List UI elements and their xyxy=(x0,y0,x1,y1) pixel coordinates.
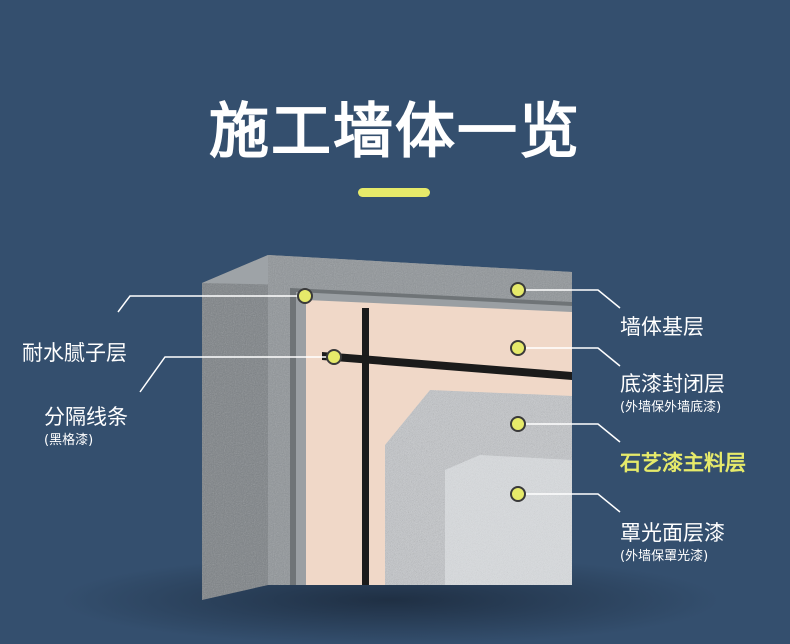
label-base: 墙体基层 xyxy=(620,315,704,339)
dot-divider xyxy=(326,349,342,365)
callout-putty xyxy=(117,295,305,313)
title-underline xyxy=(358,188,430,197)
callout-divider xyxy=(139,356,334,393)
page-title: 施工墙体一览 xyxy=(209,97,581,167)
label-stone: 石艺漆主料层 xyxy=(620,451,746,475)
dot-stone xyxy=(510,416,526,432)
callout-dots xyxy=(297,282,526,502)
divider-line-vertical xyxy=(362,308,369,585)
dot-topcoat xyxy=(510,486,526,502)
label-sealer-sub: (外墙保外墙底漆) xyxy=(620,400,722,415)
label-divider-sub: (黑格漆) xyxy=(44,433,94,448)
callout-sealer xyxy=(518,347,621,367)
dot-base xyxy=(510,282,526,298)
label-putty: 耐水腻子层 xyxy=(22,341,127,365)
callout-lines xyxy=(117,289,621,513)
divider-line-horizontal xyxy=(322,352,572,380)
callout-base xyxy=(518,289,621,309)
label-topcoat: 罩光面层漆 xyxy=(620,521,725,545)
dot-putty xyxy=(297,288,313,304)
label-sealer: 底漆封闭层 xyxy=(620,372,725,396)
callout-topcoat xyxy=(518,493,621,513)
label-topcoat-sub: (外墙保罩光漆) xyxy=(620,549,709,564)
label-divider: 分隔线条 xyxy=(44,405,128,429)
dot-sealer xyxy=(510,340,526,356)
callout-stone xyxy=(518,423,621,443)
